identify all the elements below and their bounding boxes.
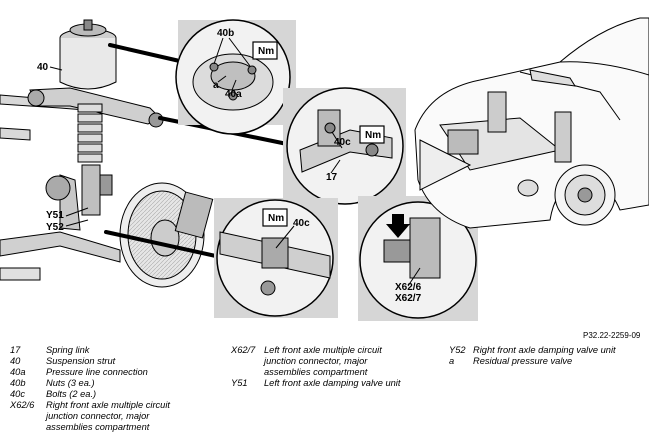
label-x62-7: X62/7 [395,293,422,304]
strut-assembly-drawing [0,19,214,288]
label-y52: Y52 [46,222,64,233]
vehicle-front-drawing [414,17,649,229]
suspension-strut-illustration: Nm Nm Nm 40 40b a 40a 40c 17 40c Y51 Y52… [0,17,649,321]
label-40c-bottom: 40c [293,218,310,229]
label-40: 40 [37,62,49,73]
inset-top-mount [175,19,296,135]
nm-label: Nm [258,46,274,57]
torque-nm-box-1: Nm [252,41,278,60]
label-40b: 40b [217,28,234,39]
torque-nm-box-2: Nm [359,125,385,144]
label-17: 17 [326,172,338,183]
label-x62-6: X62/6 [395,282,422,293]
label-a: a [213,80,219,91]
label-y51: Y51 [46,210,64,221]
label-40a: 40a [225,89,242,100]
label-40c-top: 40c [334,137,351,148]
arrow-down-icon [386,214,410,238]
torque-nm-box-3: Nm [262,208,288,227]
nm-label: Nm [268,213,284,224]
inset-junction-connector [358,196,478,321]
reference-code: P32.22-2259-09 [583,331,641,340]
nm-label: Nm [365,130,381,141]
